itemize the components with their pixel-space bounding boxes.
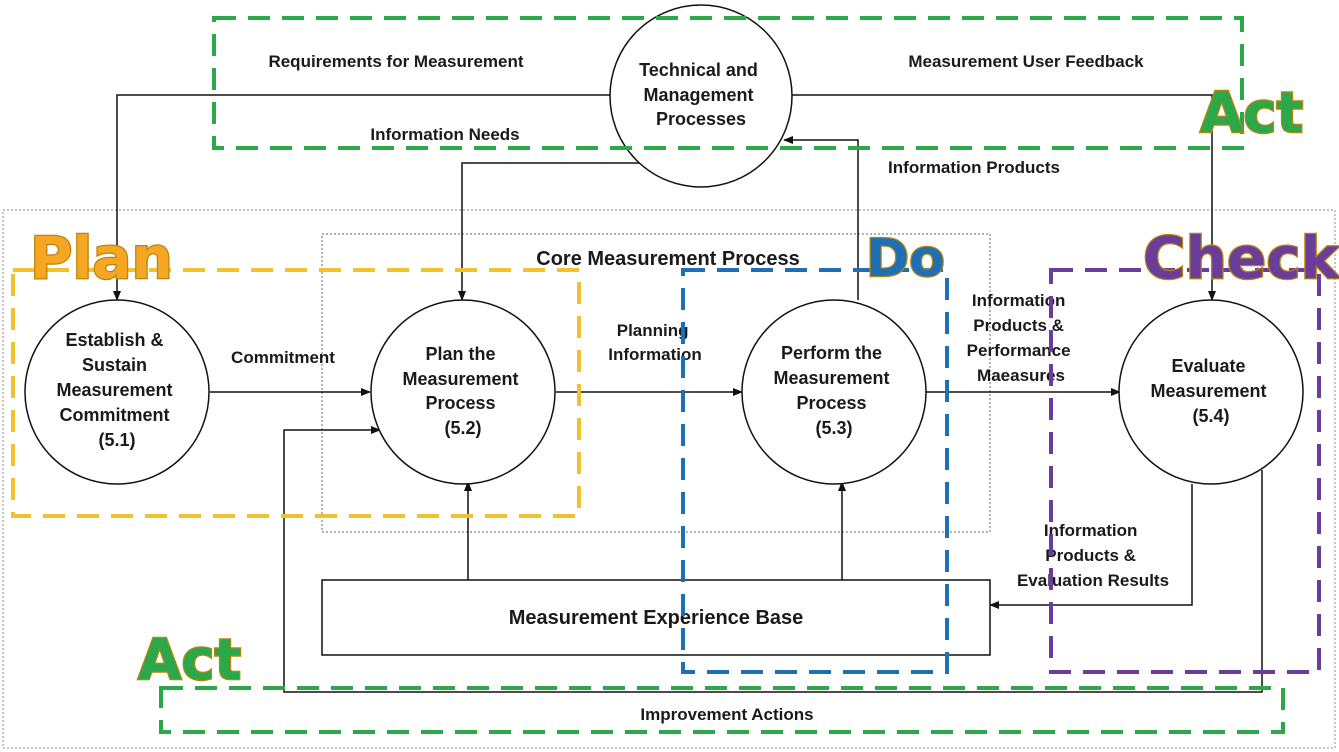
label-products-performance-line-4: Maeasures: [977, 366, 1065, 385]
perform-line-3: Process: [796, 393, 866, 413]
pdca-plan-label: Plan: [30, 224, 173, 292]
plan-line-3: Process: [425, 393, 495, 413]
label-products-evaluation-line-2: Products &: [1045, 546, 1136, 565]
edge-evaluation-results: [989, 484, 1193, 609]
plan-line-4: (5.2): [444, 418, 481, 438]
establish-line-3: Measurement: [56, 380, 172, 400]
technical-line-3: Processes: [656, 109, 746, 129]
evaluate-node: Evaluate Measurement (5.4): [1118, 299, 1304, 485]
plan-node: Plan the Measurement Process (5.2): [370, 299, 556, 485]
plan-box: [11, 268, 581, 518]
connectors: [113, 94, 1263, 693]
pdca-check-label: Check: [1143, 224, 1339, 292]
perform-line-2: Measurement: [773, 368, 889, 388]
establish-line-4: Commitment: [59, 405, 169, 425]
svg-text:Information Products &: Information Products & Performance Maeas…: [967, 291, 1076, 385]
svg-text:Perform the Measurement: Perform the Measurement Process (5.3): [773, 343, 894, 438]
edge-requirements: [113, 94, 612, 301]
check-box: [1049, 268, 1321, 674]
label-commitment: Commitment: [231, 348, 335, 367]
core-process-boundary: [321, 233, 991, 533]
label-products-evaluation-line-1: Information: [1044, 521, 1138, 540]
establish-line-5: (5.1): [98, 430, 135, 450]
pdca-do-label: Do: [866, 229, 945, 289]
outer-boundary: [2, 209, 1336, 749]
label-requirements: Requirements for Measurement: [268, 52, 523, 71]
core-process-title: Core Measurement Process: [536, 248, 799, 270]
evaluate-line-3: (5.4): [1192, 406, 1229, 426]
act-bottom-box: [159, 686, 1285, 734]
establish-line-1: Establish &: [65, 330, 163, 350]
svg-text:Information Products &: Information Products & Evaluation Result…: [1017, 521, 1169, 590]
svg-text:Plan the Measurement: Plan the Measurement Process (5.2): [402, 344, 523, 438]
plan-line-2: Measurement: [402, 369, 518, 389]
perform-line-4: (5.3): [815, 418, 852, 438]
act-top-box: [212, 16, 1244, 150]
technical-line-1: Technical and: [639, 60, 758, 80]
technical-line-2: Management: [643, 85, 753, 105]
label-products-performance-line-3: Performance: [967, 341, 1071, 360]
label-products-performance-line-2: Products &: [973, 316, 1064, 335]
edge-information-needs: [458, 162, 670, 301]
label-improvement-actions: Improvement Actions: [640, 705, 813, 724]
establish-node: Establish & Sustain Measurement Commitme…: [24, 299, 210, 485]
svg-text:Evaluate Measurement: Evaluate Measurement (5.4): [1150, 356, 1271, 426]
evaluate-line-2: Measurement: [1150, 381, 1266, 401]
svg-text:Establish & Sustain: Establish & Sustain Measurement Commitme…: [56, 330, 177, 450]
edge-improvement-actions: [283, 426, 1263, 693]
label-products-performance-line-1: Information: [972, 291, 1066, 310]
plan-line-1: Plan the: [425, 344, 495, 364]
label-information-products: Information Products: [888, 158, 1060, 177]
svg-text:Technical and Management: Technical and Management Processes: [639, 60, 763, 129]
label-planning-line-2: Information: [608, 345, 702, 364]
experience-base-node: Measurement Experience Base: [321, 579, 991, 656]
label-user-feedback: Measurement User Feedback: [908, 52, 1144, 71]
technical-node: Technical and Management Processes: [609, 4, 793, 188]
evaluate-line-1: Evaluate: [1171, 356, 1245, 376]
svg-text:Planning Information: Planning Information: [608, 321, 702, 364]
edge-information-products: [783, 136, 859, 300]
do-box: [681, 268, 949, 674]
pdca-act-top-label: Act: [1200, 81, 1303, 146]
label-products-evaluation-line-3: Evaluation Results: [1017, 571, 1169, 590]
edge-user-feedback: [792, 94, 1216, 301]
perform-node: Perform the Measurement Process (5.3): [741, 299, 927, 485]
perform-line-1: Perform the: [781, 343, 882, 363]
experience-base-label: Measurement Experience Base: [509, 607, 804, 629]
label-information-needs: Information Needs: [370, 125, 519, 144]
label-planning-line-1: Planning: [617, 321, 689, 340]
pdca-act-bottom-label: Act: [138, 628, 241, 693]
establish-line-2: Sustain: [82, 355, 147, 375]
